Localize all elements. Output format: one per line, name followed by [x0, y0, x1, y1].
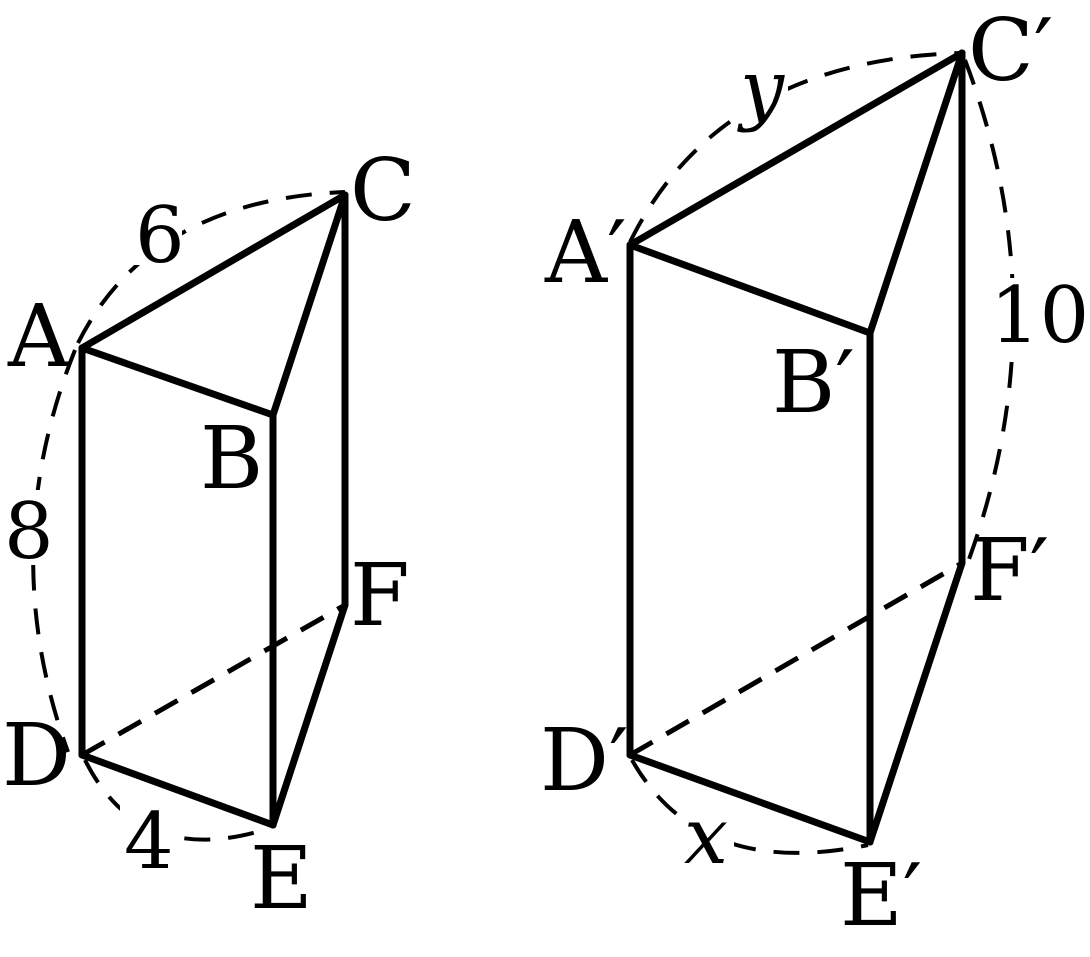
- vertex-label-c-prime: C′: [968, 1, 1053, 101]
- label-bg-y: [738, 62, 788, 134]
- edge-d-prime-e-prime: [626, 751, 874, 846]
- edge-ab: [78, 344, 277, 419]
- prism-large: A′ B′ C′ D′ E′ F′ y 10 x: [540, 1, 1089, 946]
- dimension-label-a-prime-c-prime: y: [737, 44, 785, 134]
- edge-bc: [269, 191, 349, 419]
- vertex-label-b-prime: B′: [772, 333, 855, 433]
- hidden-edge-df: [80, 602, 347, 758]
- hidden-edge-d-prime-f-prime: [628, 560, 964, 758]
- label-bg-8: [0, 490, 52, 565]
- measure-arc-c-prime-f-prime: [963, 59, 1016, 563]
- vertex-label-c: C: [350, 141, 416, 241]
- dimension-label-ac: 6: [135, 191, 185, 281]
- label-bg-x: [682, 812, 734, 872]
- vertex-label-a: A: [7, 287, 71, 387]
- edge-de: [78, 751, 277, 829]
- vertex-label-f-prime: F′: [970, 521, 1049, 621]
- dimension-label-ad: 8: [4, 487, 54, 577]
- edge-a-prime-c-prime: [626, 49, 966, 249]
- vertex-label-f: F: [350, 546, 410, 646]
- edge-ef: [269, 601, 349, 829]
- edge-a-prime-b-prime: [626, 241, 874, 337]
- vertex-label-a-prime: A′: [544, 203, 627, 303]
- edge-ac: [78, 191, 349, 352]
- vertex-label-e-prime: E′: [840, 846, 922, 946]
- label-bg-4: [120, 805, 172, 873]
- measure-arc-ad: [31, 349, 77, 753]
- edge-b-prime-c-prime: [866, 49, 966, 337]
- label-bg-6: [130, 195, 182, 265]
- dimension-label-d-prime-e-prime: x: [684, 792, 728, 882]
- vertex-label-e: E: [250, 829, 313, 929]
- dimension-label-de: 4: [124, 797, 174, 887]
- vertex-label-b: B: [200, 409, 263, 509]
- measure-arc-d-prime-e-prime: [630, 759, 869, 855]
- vertex-label-d-prime: D′: [540, 711, 628, 811]
- prism-small: A B C D E F 6 8 4: [0, 141, 416, 929]
- label-bg-10: [988, 278, 1084, 350]
- vertex-label-d: D: [2, 706, 71, 806]
- measure-arc-de: [83, 759, 271, 842]
- dimension-label-c-prime-f-prime: 10: [990, 271, 1089, 361]
- edge-e-prime-f-prime: [866, 559, 966, 846]
